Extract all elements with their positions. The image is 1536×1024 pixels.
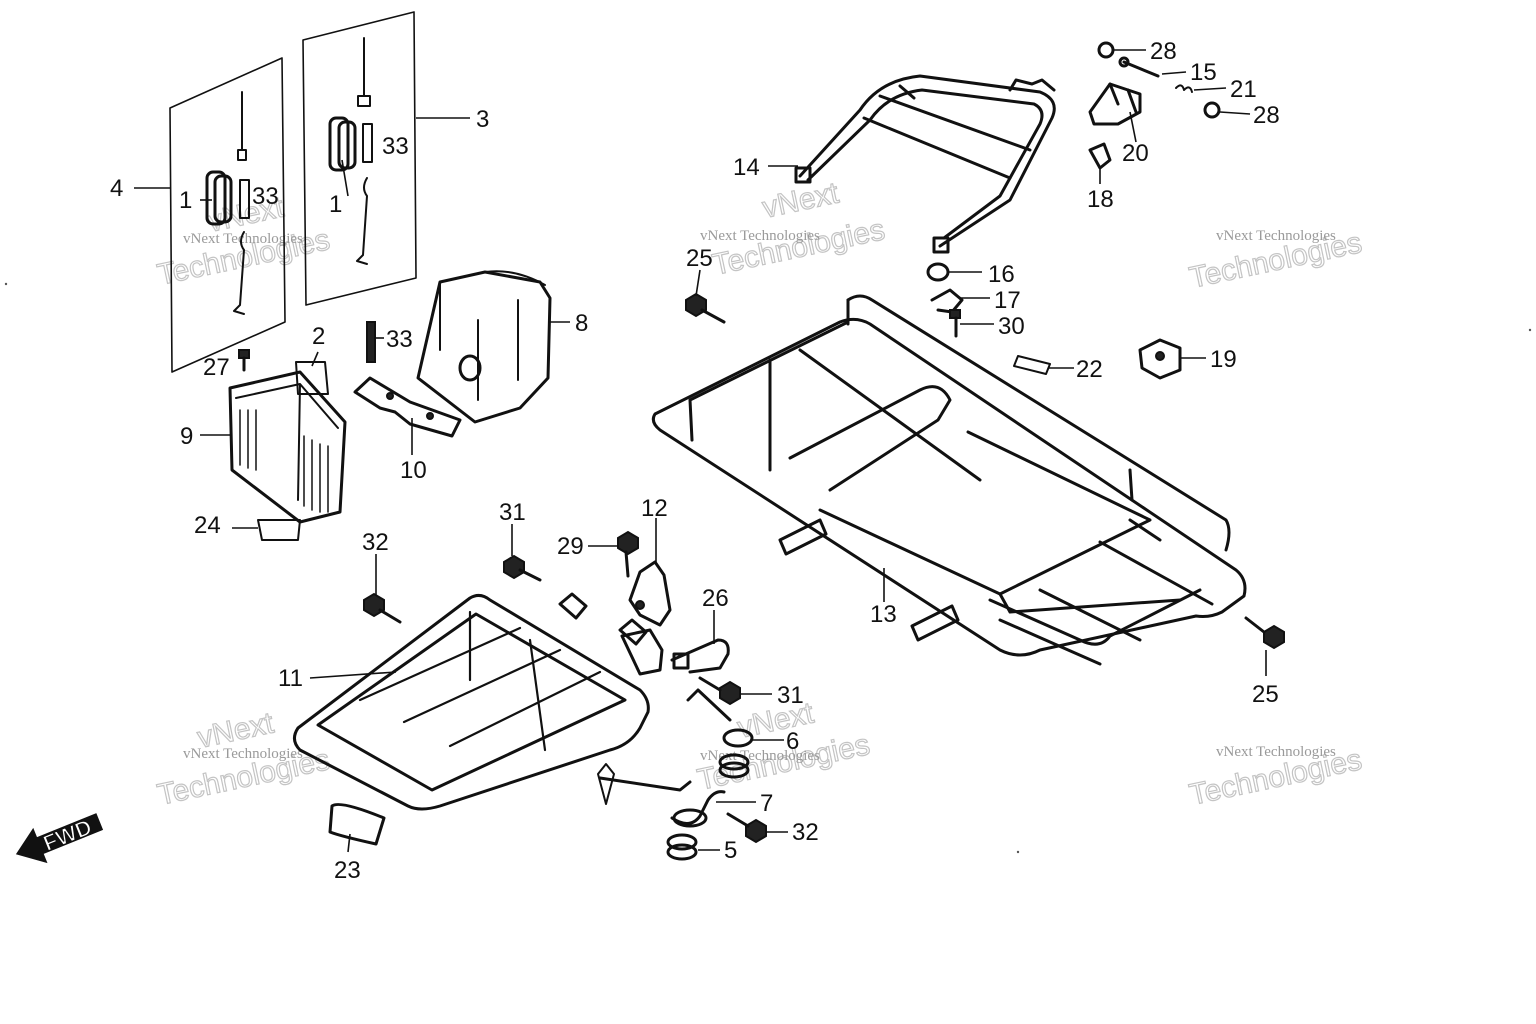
watermark-text: vNext Technologies — [183, 231, 303, 247]
callout-24: 24 — [194, 512, 221, 539]
clamp-7 — [670, 790, 726, 828]
callout-32: 32 — [792, 819, 819, 846]
clamp-17 — [930, 288, 964, 314]
callout-20: 20 — [1122, 140, 1149, 167]
watermark-big: vNext — [735, 696, 818, 744]
callout-1: 1 — [329, 191, 342, 218]
callout-9: 9 — [180, 423, 193, 450]
callout-18: 18 — [1087, 186, 1114, 213]
watermark-big: Technologies — [710, 213, 888, 282]
bolt-32-lower — [726, 812, 767, 844]
callout-23: 23 — [334, 857, 361, 884]
callout-25: 25 — [1252, 681, 1279, 708]
callout-1: 1 — [179, 187, 192, 214]
callout-14: 14 — [733, 154, 760, 181]
clip-18 — [1088, 142, 1112, 170]
callout-32: 32 — [362, 529, 389, 556]
bolt-25-right — [1244, 616, 1285, 650]
callout-28: 28 — [1150, 38, 1177, 65]
callout-10: 10 — [400, 457, 427, 484]
callout-17: 17 — [994, 287, 1021, 314]
speck — [1016, 850, 1020, 854]
callout-2: 2 — [312, 323, 325, 350]
callout-21: 21 — [1230, 76, 1257, 103]
callout-3: 3 — [476, 106, 489, 133]
callout-33: 33 — [382, 133, 409, 160]
tag-22 — [1013, 355, 1051, 375]
bracket-12 — [620, 560, 672, 676]
bracket-10 — [353, 321, 462, 438]
watermark-text: vNext Technologies — [700, 748, 820, 764]
harness-panel-3 — [302, 11, 417, 306]
callout-11: 11 — [278, 665, 303, 692]
callout-27: 27 — [203, 354, 230, 381]
battery-holder-8 — [416, 270, 552, 424]
callout-8: 8 — [575, 310, 588, 337]
callout-25: 25 — [686, 245, 713, 272]
callout-numbers: 4 1 33 1 33 3 2 27 33 8 9 10 24 32 31 29… — [110, 38, 1280, 884]
bolt-31-upper — [503, 554, 542, 582]
bolt-25-left — [685, 292, 726, 324]
harness-panel-4 — [169, 57, 286, 373]
upper-rack-14 — [794, 74, 1056, 254]
callout-33: 33 — [252, 183, 279, 210]
callout-15: 15 — [1190, 59, 1217, 86]
callout-29: 29 — [557, 533, 584, 560]
label-2 — [295, 361, 329, 395]
watermark-text: vNext Technologies — [1216, 744, 1336, 760]
washer-28-lower — [1203, 101, 1221, 119]
watermark-text: vNext Technologies — [700, 228, 820, 244]
callout-19: 19 — [1210, 346, 1237, 373]
callout-22: 22 — [1076, 356, 1103, 383]
knob-19 — [1138, 338, 1182, 380]
spring-21 — [1175, 84, 1193, 93]
strap-26 — [670, 638, 730, 674]
leader-lines — [134, 49, 1267, 853]
callout-7: 7 — [760, 790, 773, 817]
bolt-32-upper — [363, 592, 402, 624]
callout-12: 12 — [641, 495, 668, 522]
grommet-5-lower — [666, 833, 698, 861]
bolt-30 — [949, 309, 961, 338]
callout-30: 30 — [998, 313, 1025, 340]
bolt-29 — [617, 530, 639, 578]
screw-27 — [238, 349, 250, 372]
latch-20 — [1088, 82, 1142, 126]
callout-6: 6 — [786, 728, 799, 755]
watermark-text: vNext Technologies — [183, 746, 303, 762]
callout-13: 13 — [870, 601, 897, 628]
callout-5: 5 — [724, 837, 737, 864]
battery-box-9 — [228, 370, 347, 541]
callout-31: 31 — [777, 682, 804, 709]
fwd-label: FWD — [40, 814, 96, 856]
front-rack-11 — [293, 592, 692, 811]
washer-28-upper — [1097, 41, 1115, 59]
callout-33: 33 — [386, 326, 413, 353]
pin-15 — [1118, 56, 1160, 78]
clamp-6 — [686, 688, 754, 748]
grip-23 — [328, 803, 386, 846]
watermark-big: vNext — [760, 176, 843, 224]
callout-16: 16 — [988, 261, 1015, 288]
callout-4: 4 — [110, 175, 123, 202]
grommet-5-upper — [718, 753, 750, 779]
bolt-31-lower — [698, 676, 741, 706]
speck — [4, 282, 8, 286]
rear-rack-13 — [651, 294, 1247, 666]
callout-26: 26 — [702, 585, 729, 612]
watermark-text: vNext Technologies — [1216, 228, 1336, 244]
speck — [1528, 328, 1532, 332]
fwd-direction-arrow: FWD — [15, 813, 104, 864]
callout-31: 31 — [499, 499, 526, 526]
collar-16 — [926, 262, 950, 282]
callout-28: 28 — [1253, 102, 1280, 129]
